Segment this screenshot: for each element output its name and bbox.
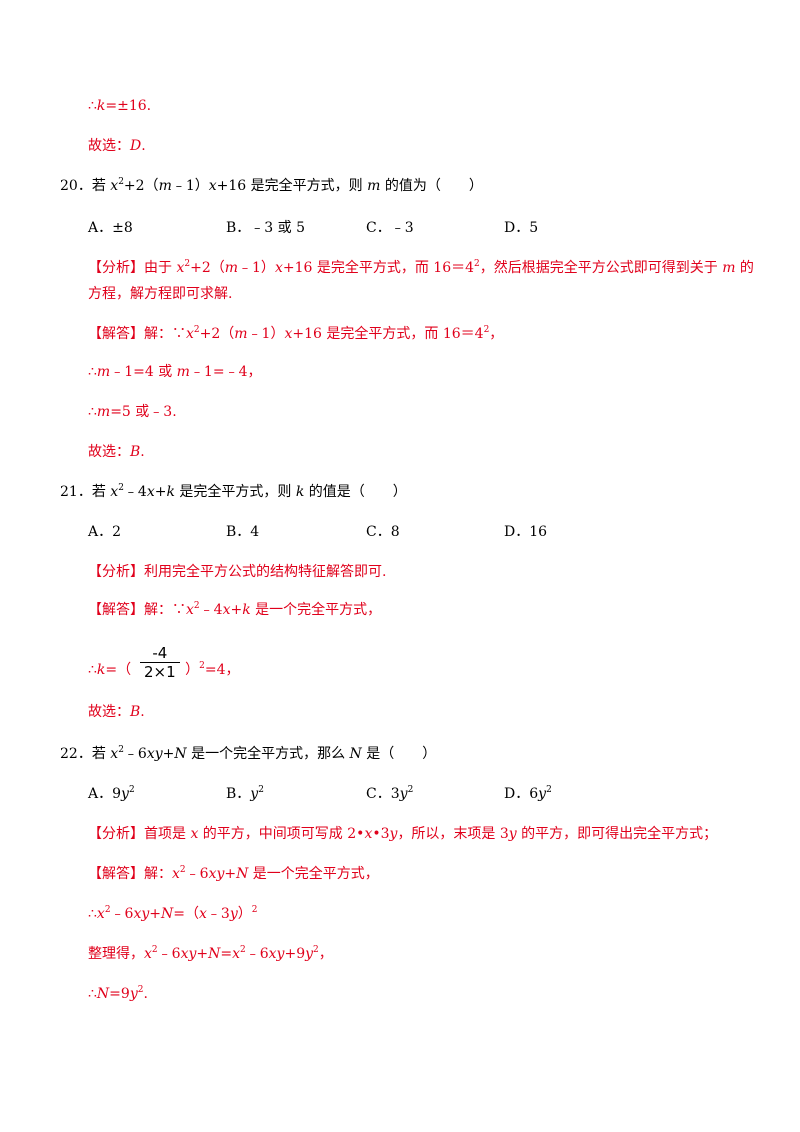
q22-solution-step4: ∴N=9y2. [88,985,148,1003]
q21-option-c: C．8 [366,524,400,540]
q20-option-c: C．﹣3 [366,220,414,236]
q21-option-b: B．4 [226,524,260,540]
q22-option-c: C．3y2 [366,785,414,803]
q22-solution-step3: 整理得，x2﹣6xy+N=x2﹣6xy+9y2， [88,945,333,963]
q22-solution-step2: ∴x2﹣6xy+N=（x﹣3y）2 [88,905,258,923]
q20-solution: 【解答】解：∵x2+2（m﹣1）x+16 是完全平方式，而 16＝42， [88,325,504,343]
fraction: -4 2×1 [140,644,180,681]
q20-solution-step2: ∴m﹣1=4 或 m﹣1=﹣4， [88,364,262,380]
q22-option-a: A．9y2 [88,785,135,803]
q21-choice-line: 故选：B. [88,704,145,720]
q21-stem: 21．若 x2﹣4x+k 是完全平方式，则 k 的值是（ ） [60,483,407,501]
q20-option-b: B．﹣3 或 5 [226,220,306,236]
q19-choice-line: 故选：D. [88,138,146,154]
q22-solution: 【解答】解：x2﹣6xy+N 是一个完全平方式， [88,865,379,883]
q21-option-d: D．16 [504,524,548,540]
q21-solution-step2: ∴k=（）2=4， [88,661,240,679]
q21-analysis: 【分析】利用完全平方公式的结构特征解答即可. [88,564,387,580]
q21-solution: 【解答】解：∵x2﹣4x+k 是一个完全平方式， [88,601,382,619]
q22-option-b: B．y2 [226,785,264,803]
q20-solution-step3: ∴m=5 或﹣3. [88,404,177,420]
q21-option-a: A．2 [88,524,122,540]
q20-stem: 20．若 x2+2（m﹣1）x+16 是完全平方式，则 m 的值为（ ） [60,177,483,195]
fraction-denominator: 2×1 [144,663,176,681]
q22-analysis: 【分析】首项是 x 的平方，中间项可写成 2•x•3y，所以，末项是 3y 的平… [88,826,718,842]
q20-option-d: D．5 [504,220,539,236]
fraction-numerator: -4 [140,644,180,663]
q19-therefore-line: ∴k=±16. [88,98,152,114]
q22-option-d: D．6y2 [504,785,552,803]
q22-stem: 22．若 x2﹣6xy+N 是一个完全平方式，那么 N 是（ ） [60,745,437,763]
q20-analysis-line2: 方程，解方程即可求解. [88,286,233,302]
q20-option-a: A．±8 [88,220,133,236]
q20-analysis: 【分析】由于 x2+2（m﹣1）x+16 是完全平方式，而 16＝42，然后根据… [88,259,754,277]
q20-choice-line: 故选：B. [88,444,145,460]
